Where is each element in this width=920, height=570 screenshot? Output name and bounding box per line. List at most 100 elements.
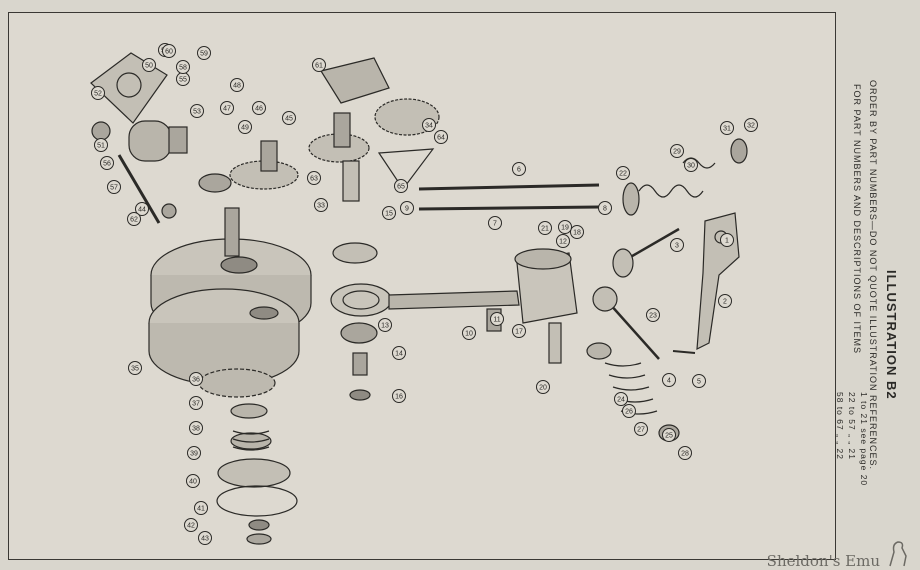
callout-49: 49 xyxy=(238,120,252,134)
rocker-arm xyxy=(696,212,740,351)
callout-number: 18 xyxy=(573,230,581,237)
callout-number: 59 xyxy=(200,51,208,58)
piston xyxy=(514,248,578,324)
oil-pump-body xyxy=(128,120,188,162)
callout-circle xyxy=(462,326,476,340)
callout-number: 31 xyxy=(723,126,731,133)
callout-number: 8 xyxy=(603,206,607,213)
callout-circle xyxy=(670,238,684,252)
callout-45: 45 xyxy=(282,111,296,125)
callout-50: 50 xyxy=(142,58,156,72)
callout-28: 28 xyxy=(678,446,692,460)
pushrod-lower xyxy=(418,205,600,211)
callout-number: 27 xyxy=(637,427,645,434)
callout-number: 64 xyxy=(437,135,445,142)
callout-9: 9 xyxy=(400,201,414,215)
callout-number: 34 xyxy=(425,123,433,130)
ref-row: 22 to 57 „ „ 21 xyxy=(847,392,857,460)
order-instruction: ORDER BY PART NUMBERS—DO NOT QUOTE ILLUS… xyxy=(868,80,878,471)
callout-39: 39 xyxy=(187,446,201,460)
callout-circle xyxy=(556,234,570,248)
callout-16: 16 xyxy=(392,389,406,403)
callout-circle xyxy=(186,474,200,488)
callout-number: 53 xyxy=(193,109,201,116)
callout-61: 61 xyxy=(312,58,326,72)
callout-1: 1 xyxy=(720,233,734,247)
callout-46: 46 xyxy=(252,101,266,115)
callout-36: 36 xyxy=(189,372,203,386)
callout-circle xyxy=(598,201,612,215)
callout-number: 32 xyxy=(747,123,755,130)
callout-10: 10 xyxy=(462,326,476,340)
callout-number: 16 xyxy=(395,394,403,401)
callout-26: 26 xyxy=(622,404,636,418)
callout-circle xyxy=(392,346,406,360)
callout-51: 51 xyxy=(94,138,108,152)
callout-circle xyxy=(127,212,141,226)
callout-number: 23 xyxy=(649,313,657,320)
callout-38: 38 xyxy=(189,421,203,435)
callout-circle xyxy=(536,380,550,394)
callout-number: 49 xyxy=(241,125,249,132)
callout-4: 4 xyxy=(662,373,676,387)
callout-33: 33 xyxy=(314,198,328,212)
callout-37: 37 xyxy=(189,396,203,410)
callout-circle xyxy=(252,101,266,115)
callout-number: 39 xyxy=(190,451,198,458)
clutch-stack xyxy=(216,403,298,545)
exploded-parts-diagram: 1234567891011121314151617181920212223242… xyxy=(90,43,758,545)
callout-circle xyxy=(490,312,504,326)
callout-57: 57 xyxy=(107,180,121,194)
callout-circle xyxy=(614,392,628,406)
sprocket xyxy=(198,368,276,398)
drive-spindle xyxy=(117,154,161,224)
callout-number: 50 xyxy=(145,63,153,70)
callout-number: 24 xyxy=(617,397,625,404)
callout-23: 23 xyxy=(646,308,660,322)
callout-circle xyxy=(187,446,201,460)
callout-circle xyxy=(91,86,105,100)
callout-number: 2 xyxy=(723,299,727,306)
pushrod-upper xyxy=(418,183,600,191)
callout-circle xyxy=(312,58,326,72)
callout-number: 1 xyxy=(725,238,729,245)
callout-number: 25 xyxy=(665,433,673,440)
callout-29: 29 xyxy=(670,144,684,158)
callout-number: 20 xyxy=(539,385,547,392)
callout-58: 58 xyxy=(176,60,190,74)
callout-circle xyxy=(238,120,252,134)
callout-number: 21 xyxy=(541,226,549,233)
tappet-guide xyxy=(342,160,360,202)
callout-number: 35 xyxy=(131,366,139,373)
callout-3: 3 xyxy=(670,238,684,252)
callout-8: 8 xyxy=(598,201,612,215)
callout-18: 18 xyxy=(570,225,584,239)
callout-63: 63 xyxy=(307,171,321,185)
callout-number: 22 xyxy=(619,171,627,178)
callout-circle xyxy=(230,78,244,92)
callout-circle xyxy=(197,46,211,60)
callout-number: 30 xyxy=(687,163,695,170)
callout-56: 56 xyxy=(100,156,114,170)
callout-number: 38 xyxy=(192,426,200,433)
cam-gear xyxy=(308,133,370,163)
callout-53: 53 xyxy=(190,104,204,118)
callout-circle xyxy=(616,166,630,180)
callout-19: 19 xyxy=(558,220,572,234)
piston-pin-long xyxy=(548,322,562,364)
illustration-title: ILLUSTRATION B2 xyxy=(884,270,899,400)
callout-number: 57 xyxy=(110,185,118,192)
callout-48: 48 xyxy=(230,78,244,92)
callout-number: 41 xyxy=(197,506,205,513)
callout-64: 64 xyxy=(434,130,448,144)
callout-circle xyxy=(94,138,108,152)
callout-number: 3 xyxy=(675,243,679,250)
callout-circle xyxy=(720,233,734,247)
callout-35: 35 xyxy=(128,361,142,375)
ref-row: 1 to 21 see page 20 xyxy=(859,392,869,487)
callout-6: 6 xyxy=(512,162,526,176)
callout-2: 2 xyxy=(718,294,732,308)
callout-21: 21 xyxy=(538,221,552,235)
callout-27: 27 xyxy=(634,422,648,436)
